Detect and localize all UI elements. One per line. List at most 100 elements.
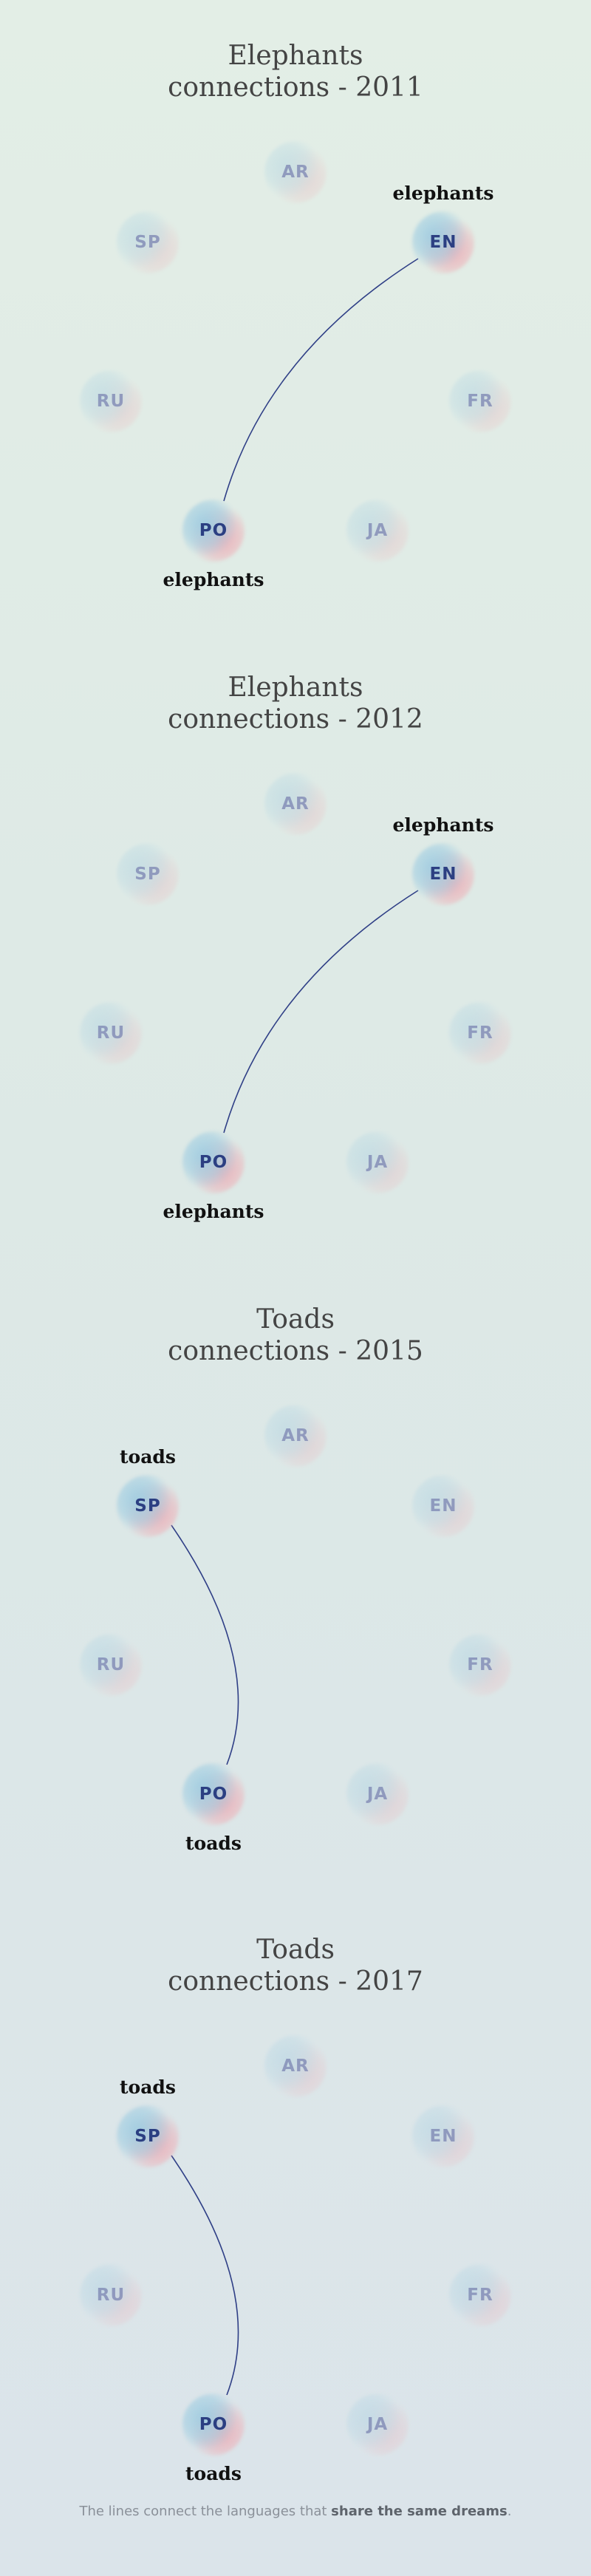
footer-prefix: The lines connect the languages that: [79, 2504, 332, 2519]
language-code: EN: [429, 233, 457, 252]
language-code: PO: [199, 521, 228, 540]
language-node-ja: JA: [346, 1131, 409, 1193]
panel-title-line2: connections - 2011: [168, 72, 423, 103]
language-node-fr: FR: [449, 370, 511, 432]
language-code: SP: [134, 233, 161, 252]
node-blob: [117, 211, 179, 273]
node-blob: [412, 1475, 474, 1537]
word-label-sp: toads: [120, 1446, 176, 1468]
language-node-ru: RU: [80, 370, 142, 432]
node-blob: [264, 1405, 327, 1467]
language-node-en: EN: [412, 2105, 474, 2167]
node-blob: [449, 1002, 511, 1064]
panel-title-line2: connections - 2015: [168, 1336, 423, 1366]
language-node-fr: FR: [449, 1634, 511, 1696]
language-node-ru: RU: [80, 1002, 142, 1064]
connection-layer: [223, 890, 419, 1134]
language-node-ru: RU: [80, 1634, 142, 1696]
node-blob: [182, 500, 245, 562]
connection-layer: [171, 1524, 239, 1765]
word-label-en: elephants: [392, 814, 494, 836]
word-label-sp: toads: [120, 2076, 176, 2098]
connection-layer: [171, 2155, 239, 2396]
node-blob: [182, 2393, 245, 2456]
language-node-ar: AR: [264, 141, 327, 203]
node-blob: [412, 843, 474, 905]
node-blob: [264, 2035, 327, 2097]
node-blob: [346, 1763, 409, 1825]
language-node-po: PO: [182, 1131, 245, 1193]
language-code: FR: [467, 1023, 493, 1043]
word-label-po: toads: [185, 2463, 242, 2484]
language-node-po: PO: [182, 1763, 245, 1825]
language-code: SP: [134, 1496, 161, 1516]
language-node-en: EN: [412, 1475, 474, 1537]
footer-suffix: .: [507, 2504, 512, 2519]
node-blob: [264, 773, 327, 835]
language-code: JA: [366, 1153, 389, 1172]
node-blob: [449, 370, 511, 432]
node-blob: [80, 1002, 142, 1064]
node-blob: [449, 2264, 511, 2326]
connection-line-en-po: [223, 890, 419, 1134]
panel-title-line1: Elephants: [228, 41, 363, 71]
node-blob: [449, 1634, 511, 1696]
language-code: PO: [199, 1153, 228, 1172]
language-code: RU: [96, 2286, 126, 2305]
language-node-sp: SP: [117, 211, 179, 273]
panel-title-line1: Toads: [256, 1304, 335, 1335]
language-code: AR: [281, 794, 310, 814]
language-code: AR: [281, 163, 310, 182]
language-code: EN: [429, 1496, 457, 1516]
language-node-ar: AR: [264, 773, 327, 835]
panel-title-line1: Elephants: [228, 672, 363, 703]
word-label-en: elephants: [392, 183, 494, 204]
node-blob: [412, 211, 474, 273]
language-node-po: PO: [182, 2393, 245, 2456]
language-code: PO: [199, 1785, 228, 1804]
language-code: SP: [134, 865, 161, 884]
language-node-ru: RU: [80, 2264, 142, 2326]
node-blob: [117, 1475, 179, 1537]
node-blob: [346, 1131, 409, 1193]
panel-title-line2: connections - 2012: [168, 704, 423, 735]
node-blob: [346, 2393, 409, 2456]
node-blob: [80, 370, 142, 432]
language-code: RU: [96, 1023, 126, 1043]
language-node-sp: SP: [117, 1475, 179, 1537]
language-code: SP: [134, 2127, 161, 2146]
node-blob: [117, 2105, 179, 2167]
language-code: JA: [366, 2415, 389, 2434]
language-code: FR: [467, 2286, 493, 2305]
language-code: AR: [281, 2057, 310, 2076]
connection-layer: [223, 258, 419, 502]
language-code: RU: [96, 392, 126, 411]
language-node-en: EN: [412, 843, 474, 905]
node-blob: [346, 500, 409, 562]
language-code: EN: [429, 2127, 457, 2146]
node-blob: [80, 2264, 142, 2326]
node-blob: [182, 1131, 245, 1193]
language-code: JA: [366, 521, 389, 540]
language-code: EN: [429, 865, 457, 884]
language-node-ja: JA: [346, 500, 409, 562]
panel-title-line2: connections - 2017: [168, 1966, 423, 1997]
connection-line-en-po: [223, 258, 419, 502]
node-blob: [117, 843, 179, 905]
language-node-fr: FR: [449, 2264, 511, 2326]
language-code: JA: [366, 1785, 389, 1804]
language-node-po: PO: [182, 500, 245, 562]
language-node-ja: JA: [346, 2393, 409, 2456]
word-label-po: elephants: [163, 1201, 264, 1222]
footer-emphasis: share the same dreams: [331, 2504, 508, 2519]
node-blob: [80, 1634, 142, 1696]
language-code: FR: [467, 392, 493, 411]
connection-line-sp-po: [171, 2155, 239, 2396]
node-blob: [264, 141, 327, 203]
